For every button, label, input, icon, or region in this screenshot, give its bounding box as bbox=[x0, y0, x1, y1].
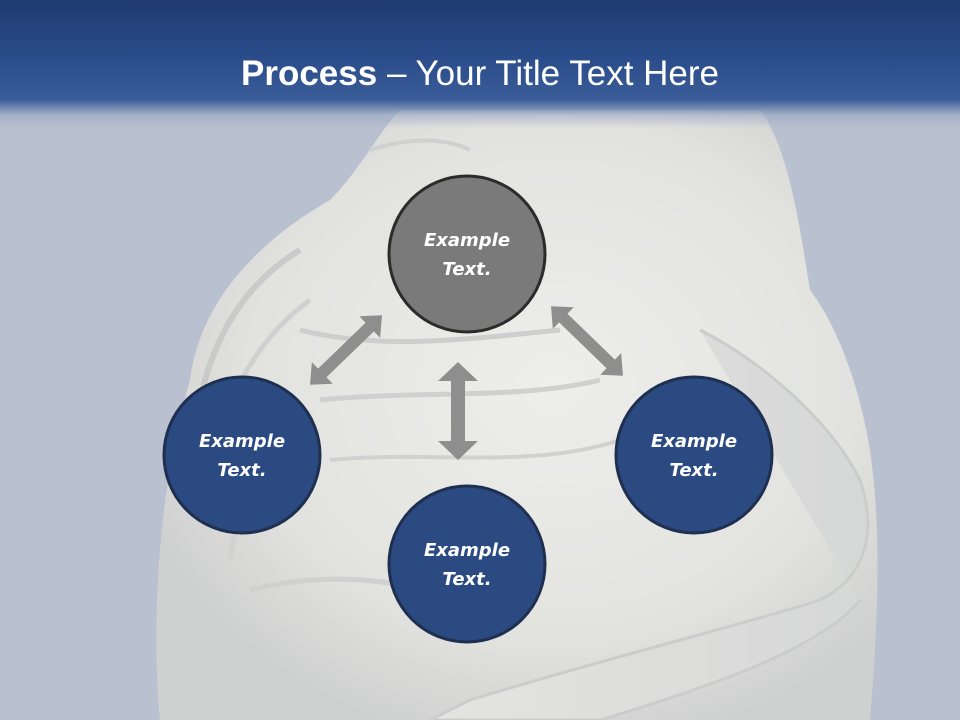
node-bottom-line1: Example bbox=[424, 540, 510, 561]
double-arrow-top-left bbox=[310, 315, 382, 385]
title-rest: Your Title Text Here bbox=[415, 54, 720, 93]
node-top-line1: Example bbox=[424, 230, 510, 251]
slide-title: Process – Your Title Text Here bbox=[0, 52, 960, 96]
double-arrow-top-right bbox=[551, 306, 623, 376]
title-bold: Process bbox=[241, 54, 378, 93]
node-right-line2: Text. bbox=[669, 460, 718, 481]
node-right-line1: Example bbox=[651, 431, 737, 452]
title-separator: – bbox=[377, 54, 416, 93]
header-band bbox=[0, 0, 960, 128]
node-right: Example Text. bbox=[614, 375, 774, 535]
node-left-line2: Text. bbox=[217, 460, 266, 481]
node-bottom: Example Text. bbox=[387, 484, 547, 644]
node-left-line1: Example bbox=[199, 431, 285, 452]
node-bottom-line2: Text. bbox=[442, 569, 491, 590]
node-top: Example Text. bbox=[387, 174, 547, 334]
node-top-line2: Text. bbox=[442, 259, 491, 280]
double-arrow-vertical bbox=[438, 362, 478, 460]
node-left: Example Text. bbox=[162, 375, 322, 535]
